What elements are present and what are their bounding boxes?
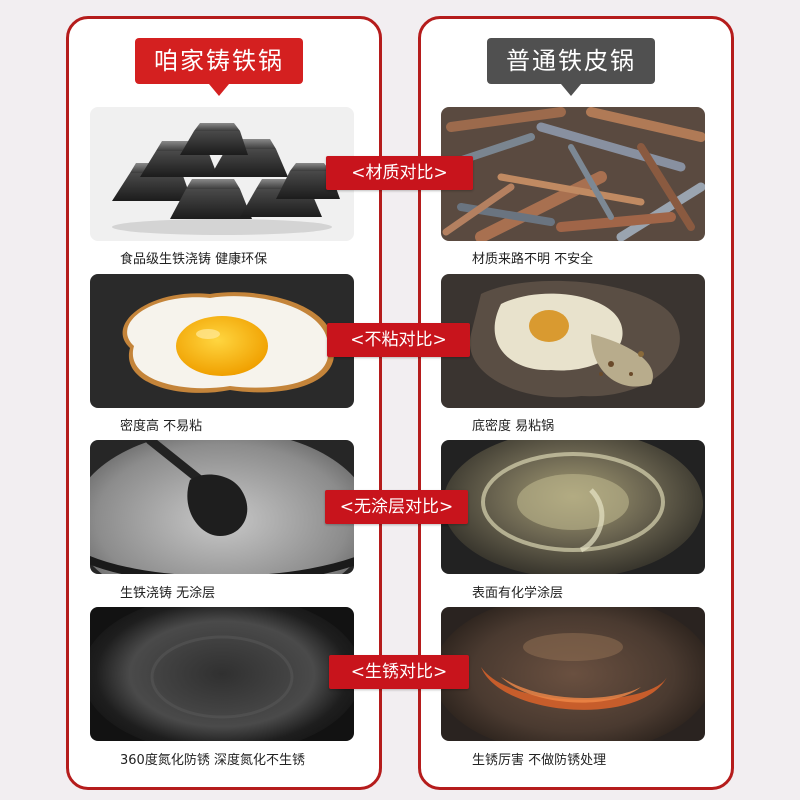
sheet-iron-rust-caption: 生锈厉害 不做防锈处理 xyxy=(472,753,607,768)
fried-egg-cast-iron-photo xyxy=(90,274,354,408)
coated-sheet-wok-photo xyxy=(441,440,705,574)
cast-iron-pot-title: 咱家铸铁锅 xyxy=(135,38,303,84)
sheet-iron-pot-title-pointer xyxy=(561,84,581,96)
scrap-metal-photo xyxy=(441,107,705,241)
nonstick-comparison-label: <不粘对比> xyxy=(327,323,470,357)
sheet-iron-material-caption: 材质来路不明 不安全 xyxy=(472,252,594,267)
sheet-iron-pot-title: 普通铁皮锅 xyxy=(487,38,655,84)
nitrided-wok-photo xyxy=(90,607,354,741)
cast-iron-material-caption: 食品级生铁浇铸 健康环保 xyxy=(120,252,268,267)
rusty-wok-photo xyxy=(441,607,705,741)
cast-iron-pot-title-pointer xyxy=(209,84,229,96)
cast-iron-rust-caption: 360度氮化防锈 深度氮化不生锈 xyxy=(120,753,305,768)
uncoated-wok-with-spatula-photo xyxy=(90,440,354,574)
no-coating-comparison-label: <无涂层对比> xyxy=(325,490,468,524)
cast-iron-nonstick-caption: 密度高 不易粘 xyxy=(120,419,203,434)
sheet-iron-nonstick-caption: 底密度 易粘锅 xyxy=(472,419,555,434)
cast-iron-coating-caption: 生铁浇铸 无涂层 xyxy=(120,586,216,601)
material-comparison-label: <材质对比> xyxy=(326,156,473,190)
burnt-egg-sheet-iron-photo xyxy=(441,274,705,408)
pig-iron-ingots-photo xyxy=(90,107,354,241)
sheet-iron-coating-caption: 表面有化学涂层 xyxy=(472,586,564,601)
rust-comparison-label: <生锈对比> xyxy=(329,655,469,689)
